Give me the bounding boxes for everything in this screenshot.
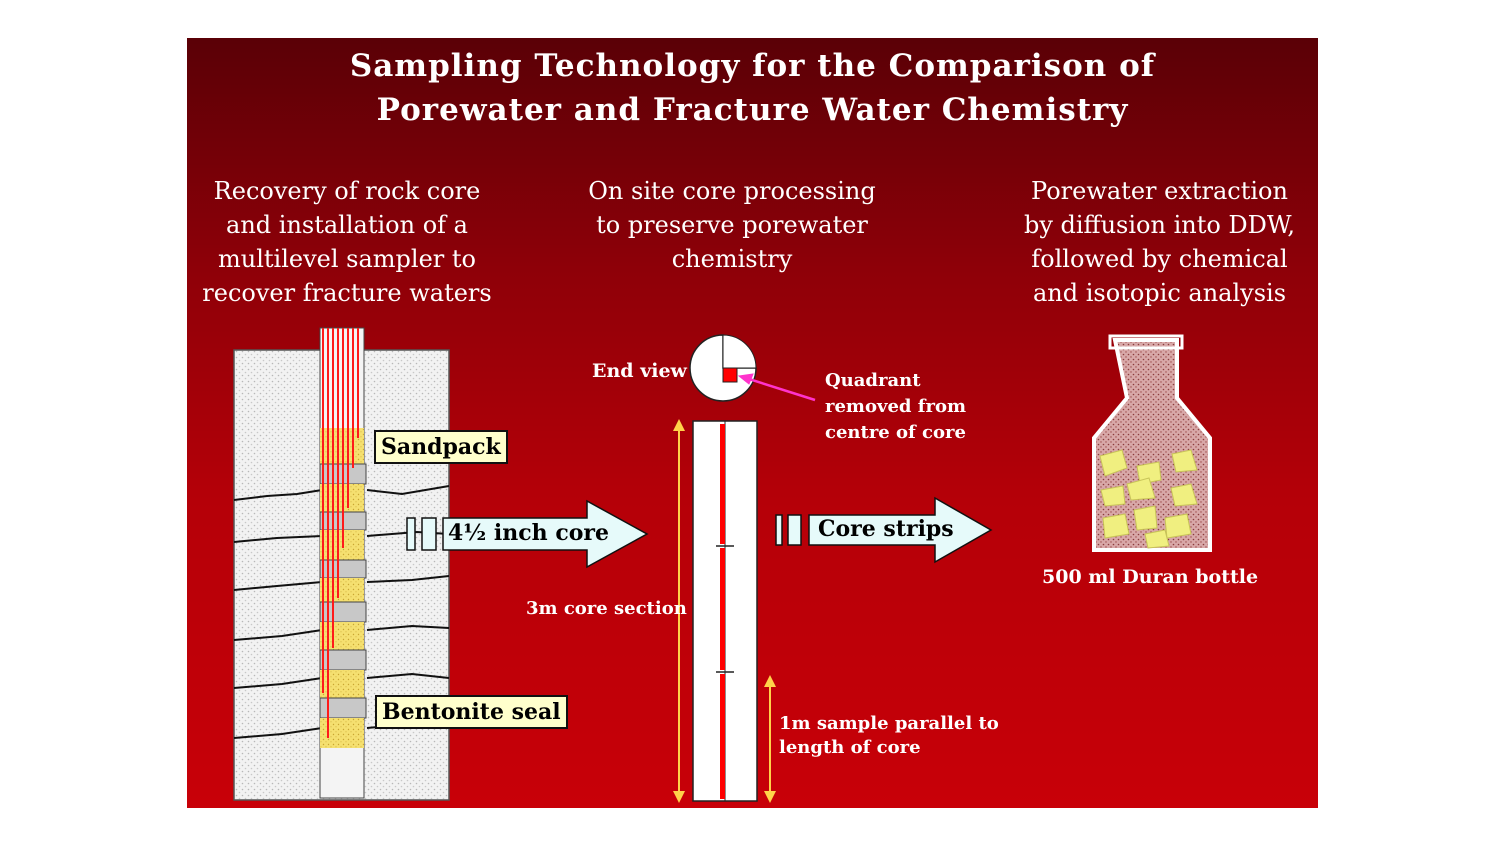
sampler-tubes — [322, 328, 359, 738]
bentonite-seal-label: Bentonite seal — [375, 695, 568, 729]
column-left-line: recover fracture waters — [202, 279, 492, 307]
core-arrow — [442, 499, 649, 569]
strips-arrow — [808, 496, 993, 564]
core-arrow-tail-bars — [406, 517, 437, 551]
column-left-line: and installation of a — [226, 211, 468, 239]
slide: Sampling Technology for the Comparison o… — [187, 38, 1318, 808]
fracture-lines — [233, 485, 450, 739]
sample-note: 1m sample parallel to length of core — [779, 712, 999, 760]
column-left-text: Recovery of rock core and installation o… — [187, 174, 507, 310]
column-right-line: by diffusion into DDW, — [1023, 211, 1296, 239]
column-right-line: and isotopic analysis — [1032, 279, 1287, 307]
core-section-dimension — [673, 419, 685, 803]
quadrant-note-line: removed from — [825, 396, 967, 417]
core-end-view — [689, 334, 757, 402]
column-middle-line: to preserve porewater — [596, 211, 868, 239]
column-middle-line: On site core processing — [588, 177, 876, 205]
core-section — [692, 420, 758, 802]
end-view-label: End view — [592, 360, 687, 382]
sample-length-dimension — [764, 675, 776, 803]
column-left-line: multilevel sampler to — [218, 245, 476, 273]
slide-title-line-1: Sampling Technology for the Comparison o… — [349, 48, 1156, 84]
column-right-line: Porewater extraction — [1031, 177, 1288, 205]
bottle-label: 500 ml Duran bottle — [1042, 566, 1259, 588]
column-right-line: followed by chemical — [1031, 245, 1288, 273]
sandpack-label: Sandpack — [374, 430, 508, 464]
strips-arrow-label: Core strips — [818, 516, 954, 542]
quadrant-note-line: centre of core — [825, 422, 966, 443]
core-arrow-label: 4½ inch core — [448, 520, 609, 546]
column-right-text: Porewater extraction by diffusion into D… — [1002, 174, 1317, 310]
sample-note-line: length of core — [779, 737, 921, 758]
core-section-label: 3m core section — [526, 598, 687, 619]
core-strip-pieces — [1099, 449, 1198, 549]
column-left-line: Recovery of rock core — [213, 177, 481, 205]
sample-note-line: 1m sample parallel to — [779, 713, 999, 734]
quadrant-note-line: Quadrant — [825, 370, 921, 391]
quadrant-pointer — [737, 373, 816, 402]
strips-arrow-tail-bars — [775, 514, 802, 546]
diagram-graphics — [233, 327, 1212, 803]
column-middle-line: chemistry — [671, 245, 793, 273]
column-middle-text: On site core processing to preserve pore… — [572, 174, 892, 276]
slide-title-line-2: Porewater and Fracture Water Chemistry — [376, 92, 1129, 128]
quadrant-note: Quadrant removed from centre of core — [825, 368, 966, 446]
